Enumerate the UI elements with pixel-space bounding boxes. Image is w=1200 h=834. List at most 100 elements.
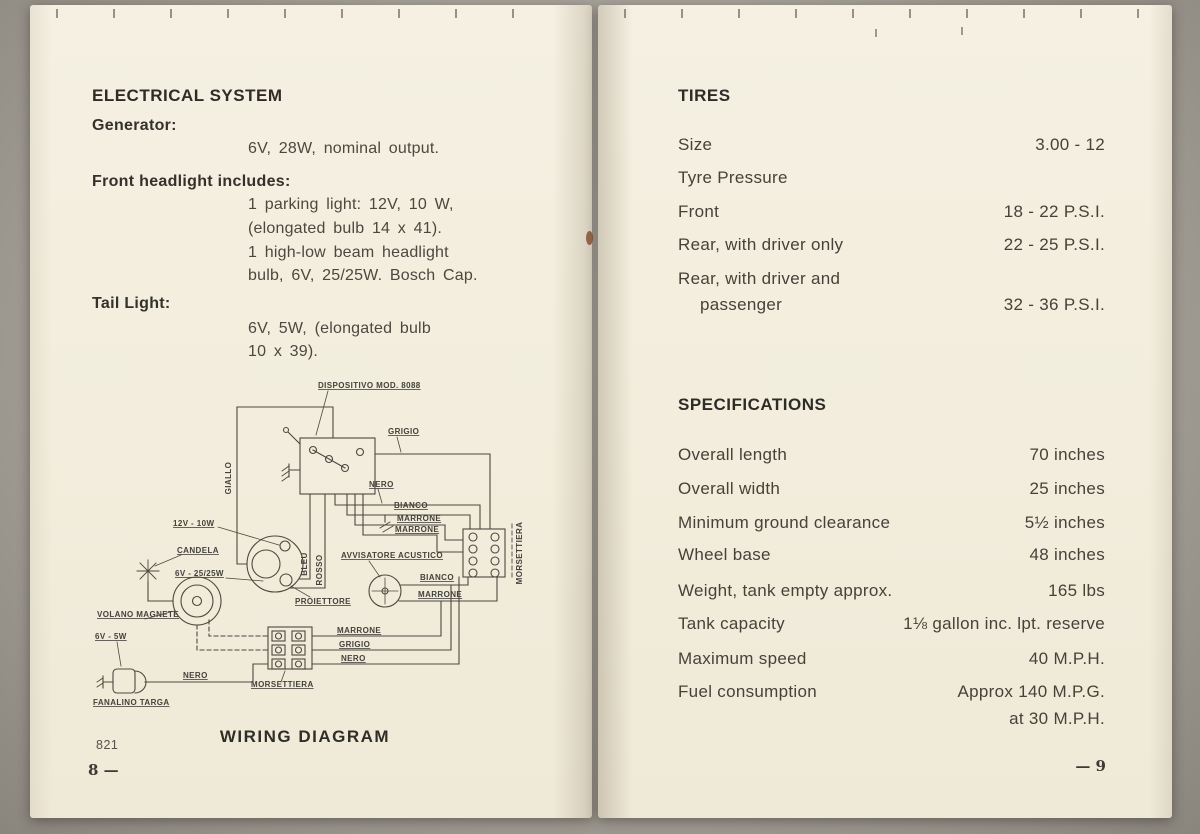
label-proiettore: PROIETTORE	[295, 597, 351, 606]
stitch-mark	[961, 27, 963, 35]
right-page-number: — 9	[1075, 757, 1106, 775]
headlight	[246, 535, 304, 593]
tire-row-value: 3.00 - 12	[1035, 135, 1105, 154]
generator-subheading: Generator:	[92, 117, 177, 134]
terminal-block-bottom	[267, 626, 313, 670]
label-bianco-horn: BIANCO	[420, 573, 454, 582]
spec-row-value: 1⅛ gallon inc. lpt. reserve	[903, 614, 1105, 633]
label-morsettiera-right: MORSETTIERA	[515, 522, 524, 585]
tires-heading: TIRES	[678, 86, 731, 105]
tail-light-line1: 6V, 5W, (elongated bulb	[248, 320, 431, 337]
label-morsettiera-bottom: MORSETTIERA	[251, 680, 314, 689]
spec-row-label: Overall length	[678, 445, 788, 464]
spec-row-label: Fuel consumption	[678, 682, 817, 701]
front-headlight-line2: (elongated bulb 14 x 41).	[248, 220, 443, 237]
spec-row-overall-width: Overall width 25 inches	[678, 479, 1105, 501]
spec-row-fuel-consumption-2: at 30 M.P.H.	[678, 709, 1105, 731]
label-parking-bulb: 12V - 10W	[173, 519, 214, 528]
label-giallo: GIALLO	[224, 462, 233, 495]
spec-row-overall-length: Overall length 70 inches	[678, 445, 1105, 467]
label-bleu: BLEU	[300, 552, 309, 575]
spec-row-value: at 30 M.P.H.	[1009, 709, 1105, 728]
tail-light-subheading: Tail Light:	[92, 295, 171, 312]
left-page: ELECTRICAL SYSTEM Generator: 6V, 28W, no…	[30, 5, 593, 818]
diagram-labels: DISPOSITIVO MOD. 8088 GRIGIO NERO BIANCO…	[93, 381, 524, 707]
spark-plug-symbol	[136, 559, 174, 602]
terminal-block-right	[462, 528, 506, 578]
label-volano-magnete: VOLANO MAGNETE	[97, 610, 179, 619]
spec-row-value: 48 inches	[1029, 545, 1105, 564]
generator-spec: 6V, 28W, nominal output.	[248, 140, 440, 157]
label-nero-left: NERO	[183, 671, 208, 680]
front-headlight-line3: 1 high-low beam headlight	[248, 244, 449, 261]
tire-row-value: 18 - 22 P.S.I.	[1003, 202, 1105, 221]
specifications-heading: SPECIFICATIONS	[678, 395, 827, 414]
tire-row-pressure: Tyre Pressure	[678, 168, 1105, 190]
spec-row-value: 5½ inches	[1024, 513, 1105, 532]
label-grigio-top: GRIGIO	[388, 427, 419, 436]
label-main-bulb: 6V - 25/25W	[175, 569, 224, 578]
spec-row-value: 25 inches	[1029, 479, 1105, 498]
spec-row-label: Maximum speed	[678, 649, 807, 668]
label-nero-top: NERO	[369, 480, 394, 489]
label-nero-bottom: NERO	[341, 654, 366, 663]
binding-stitches	[624, 9, 1146, 18]
label-marrone-top2: MARRONE	[395, 525, 439, 534]
spec-row-value: 165 lbs	[1048, 581, 1105, 600]
wiring-diagram: DISPOSITIVO MOD. 8088 GRIGIO NERO BIANCO…	[93, 381, 524, 707]
spec-row-label: Overall width	[678, 479, 781, 498]
front-headlight-line4: bulb, 6V, 25/25W. Bosch Cap.	[248, 267, 478, 284]
label-marrone-horn: MARRONE	[418, 590, 462, 599]
label-rosso: ROSSO	[315, 555, 324, 586]
spec-row-value: 40 M.P.H.	[1028, 649, 1105, 668]
tire-row-label: Front	[678, 202, 720, 221]
tire-row-label: passenger	[700, 295, 783, 314]
tire-row-front: Front 18 - 22 P.S.I.	[678, 202, 1105, 224]
label-tail-bulb: 6V - 5W	[95, 632, 127, 641]
binding-stitches	[56, 9, 566, 18]
tire-row-label: Rear, with driver only	[678, 235, 844, 254]
light-switch-box	[299, 437, 376, 495]
tail-light-line2: 10 x 39).	[248, 343, 319, 360]
spec-row-label: Weight, tank empty approx.	[678, 581, 893, 600]
front-headlight-line1: 1 parking light: 12V, 10 W,	[248, 196, 454, 213]
tail-lamp	[96, 663, 269, 694]
spec-row-fuel-consumption: Fuel consumption Approx 140 M.P.G.	[678, 682, 1105, 704]
label-fanalino-targa: FANALINO TARGA	[93, 698, 170, 707]
tire-row-label: Rear, with driver and	[678, 269, 841, 288]
spec-row-label: Wheel base	[678, 545, 771, 564]
tire-row-label: Size	[678, 135, 713, 154]
label-avvisatore: AVVISATORE ACUSTICO	[341, 551, 443, 560]
wiring-diagram-caption: WIRING DIAGRAM	[219, 727, 391, 746]
label-marrone-bottom: MARRONE	[337, 626, 381, 635]
spec-row-label: Tank capacity	[678, 614, 785, 633]
paper-stain	[586, 231, 593, 245]
spec-row-wheel-base: Wheel base 48 inches	[678, 545, 1105, 567]
spec-row-value: Approx 140 M.P.G.	[957, 682, 1105, 701]
right-page: TIRES Size 3.00 - 12 Tyre Pressure Front…	[598, 5, 1172, 818]
tire-row-rear-passenger-1: Rear, with driver and	[678, 269, 1105, 291]
tire-row-label: Tyre Pressure	[678, 168, 788, 187]
label-bianco-top: BIANCO	[394, 501, 428, 510]
label-candela: CANDELA	[177, 546, 219, 555]
stitch-mark	[875, 29, 877, 37]
left-page-number: 8 —	[88, 761, 119, 779]
tire-row-size: Size 3.00 - 12	[678, 135, 1105, 157]
tire-row-rear-driver: Rear, with driver only 22 - 25 P.S.I.	[678, 235, 1105, 257]
electrical-system-heading: ELECTRICAL SYSTEM	[92, 86, 283, 105]
spec-row-weight: Weight, tank empty approx. 165 lbs	[678, 581, 1105, 603]
front-headlight-subheading: Front headlight includes:	[92, 173, 291, 190]
tire-row-value: 32 - 36 P.S.I.	[1003, 295, 1105, 314]
spec-row-maximum-speed: Maximum speed 40 M.P.H.	[678, 649, 1105, 671]
figure-reference: 821	[96, 738, 119, 752]
tire-row-rear-passenger-2: passenger 32 - 36 P.S.I.	[678, 295, 1105, 317]
horn	[368, 574, 402, 608]
label-grigio-bottom: GRIGIO	[339, 640, 370, 649]
label-dispositivo: DISPOSITIVO MOD. 8088	[318, 381, 421, 390]
label-marrone-top1: MARRONE	[397, 514, 441, 523]
diagram-wires	[96, 390, 513, 694]
spec-row-ground-clearance: Minimum ground clearance 5½ inches	[678, 513, 1105, 535]
spec-row-tank-capacity: Tank capacity 1⅛ gallon inc. lpt. reserv…	[678, 614, 1105, 636]
tire-row-value: 22 - 25 P.S.I.	[1003, 235, 1105, 254]
